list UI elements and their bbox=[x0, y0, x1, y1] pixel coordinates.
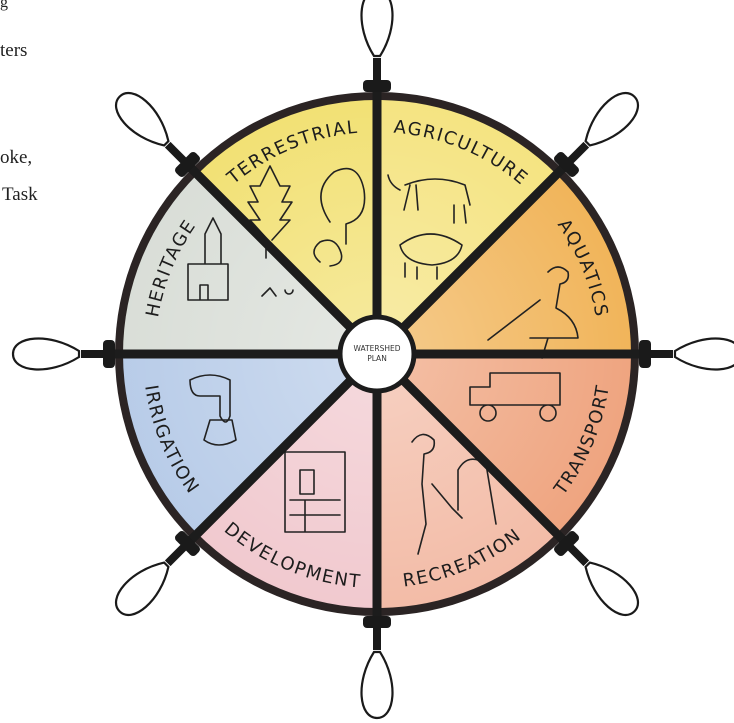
handle-peg bbox=[639, 339, 734, 370]
handle-peg bbox=[109, 86, 203, 180]
handle-peg bbox=[551, 528, 645, 622]
handle-peg bbox=[362, 616, 393, 718]
handle-peg bbox=[362, 0, 393, 92]
handle-peg bbox=[551, 86, 645, 180]
hub: WATERSHED PLAN bbox=[340, 317, 414, 391]
handle-peg bbox=[109, 528, 203, 622]
hub-subtitle: PLAN bbox=[367, 354, 387, 363]
hub-title: WATERSHED bbox=[354, 344, 401, 353]
handle-peg bbox=[13, 339, 115, 370]
